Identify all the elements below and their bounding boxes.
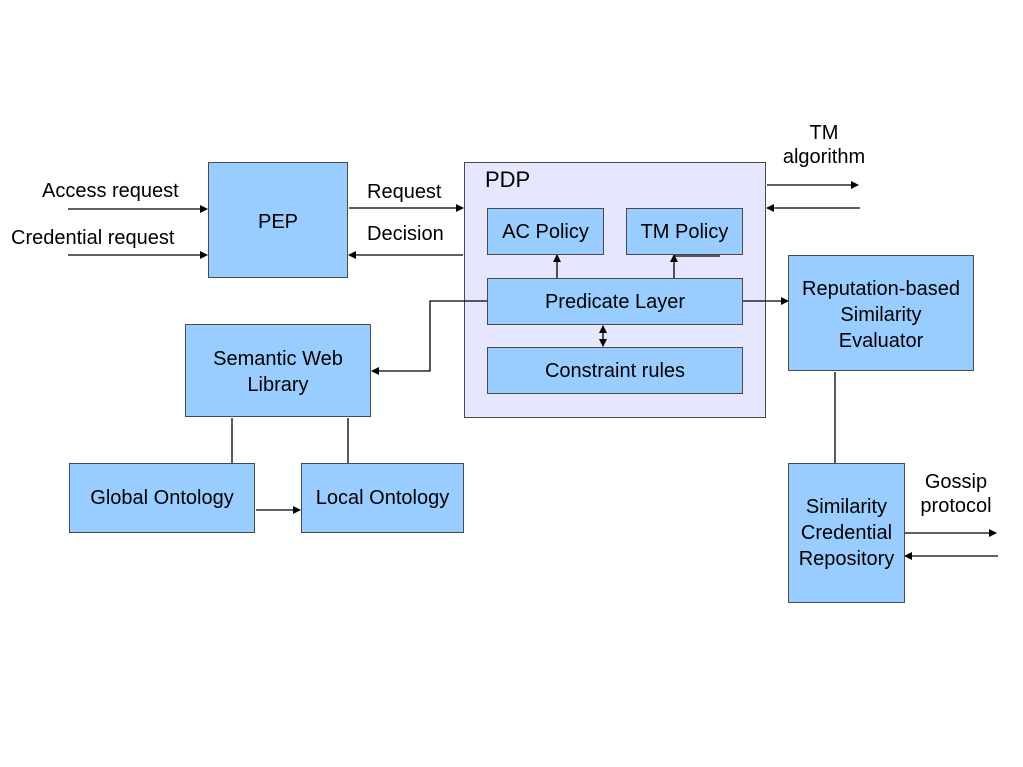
credential-repository-label: Similarity Credential Repository (798, 496, 895, 570)
predicate-layer-label: Predicate Layer (544, 290, 686, 313)
global-ontology-box: Global Ontology (69, 463, 255, 533)
local-ontology-label: Local Ontology (315, 487, 450, 509)
reputation-evaluator-box: Reputation-based Similarity Evaluator (788, 255, 974, 371)
credential-request-label: Credential request (11, 227, 175, 249)
constraint-rules-label: Constraint rules (544, 359, 686, 382)
semantic-web-library-box: Semantic Web Library (185, 324, 371, 417)
access-request-label: Access request (42, 180, 179, 202)
request-label: Request (367, 181, 442, 203)
tm-policy-box: TM Policy (626, 208, 743, 255)
tm-policy-label: TM Policy (640, 220, 729, 243)
ac-policy-label: AC Policy (502, 220, 589, 243)
global-ontology-label: Global Ontology (90, 487, 234, 509)
pep-label: PEP (257, 211, 299, 233)
decision-label: Decision (367, 223, 444, 245)
gossip-protocol-label: Gossip protocol (920, 471, 992, 517)
predicate-to-library-arrow (371, 300, 487, 375)
tm-algorithm-label: TM algorithm (782, 122, 866, 168)
constraint-rules-box: Constraint rules (487, 347, 743, 394)
predicate-layer-box: Predicate Layer (487, 278, 743, 325)
pdp-title: PDP (485, 167, 531, 192)
reputation-evaluator-label: Reputation-based Similarity Evaluator (802, 278, 960, 352)
credential-repository-box: Similarity Credential Repository (788, 463, 905, 603)
pep-box: PEP (208, 162, 348, 278)
local-ontology-box: Local Ontology (301, 463, 464, 533)
ac-policy-box: AC Policy (487, 208, 604, 255)
semantic-web-library-label: Semantic Web Library (213, 348, 343, 396)
